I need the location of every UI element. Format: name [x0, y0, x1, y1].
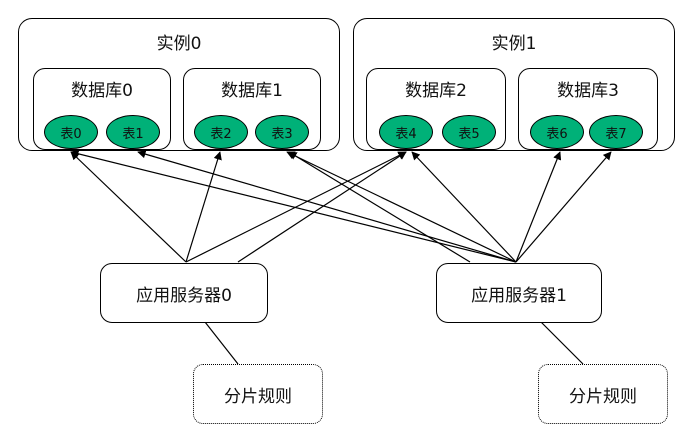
- arrow-server0-table2: [185, 151, 222, 263]
- table-1: 表1: [106, 115, 160, 149]
- sharding-rule-1: 分片规则: [538, 364, 668, 424]
- arrow-server1-table4: [411, 151, 517, 263]
- instance-0-label: 实例0: [156, 34, 202, 54]
- table-7: 表7: [589, 115, 643, 149]
- arrow-server1-table6: [515, 151, 562, 263]
- database-0-label: 数据库0: [71, 81, 133, 101]
- arrow-server1-table1: [137, 150, 517, 263]
- table-4: 表4: [379, 115, 433, 149]
- table-0: 表0: [44, 115, 98, 149]
- database-1-label: 数据库1: [221, 81, 283, 101]
- app-server-0: 应用服务器0: [100, 263, 268, 323]
- table-6: 表6: [530, 115, 584, 149]
- instance-1-label: 实例1: [491, 34, 537, 54]
- table-5: 表5: [442, 115, 496, 149]
- link-server1-rule1: [540, 321, 584, 365]
- database-3-label: 数据库3: [557, 81, 619, 101]
- arrow-server0-table4b: [237, 151, 407, 263]
- arrow-server1-table0: [70, 149, 517, 263]
- arrow-server0-table0: [70, 151, 187, 263]
- sharding-rule-0: 分片规则: [193, 364, 323, 424]
- app-server-1: 应用服务器1: [436, 263, 602, 323]
- link-server0-rule0: [204, 321, 239, 365]
- table-3: 表3: [255, 115, 309, 149]
- arrow-server1-table3: [286, 151, 517, 263]
- arrow-server1-table7: [515, 151, 612, 263]
- database-2-label: 数据库2: [405, 81, 467, 101]
- arrow-server1-table3b: [288, 151, 471, 263]
- database-1: 数据库1: [183, 68, 321, 150]
- table-2: 表2: [194, 115, 248, 149]
